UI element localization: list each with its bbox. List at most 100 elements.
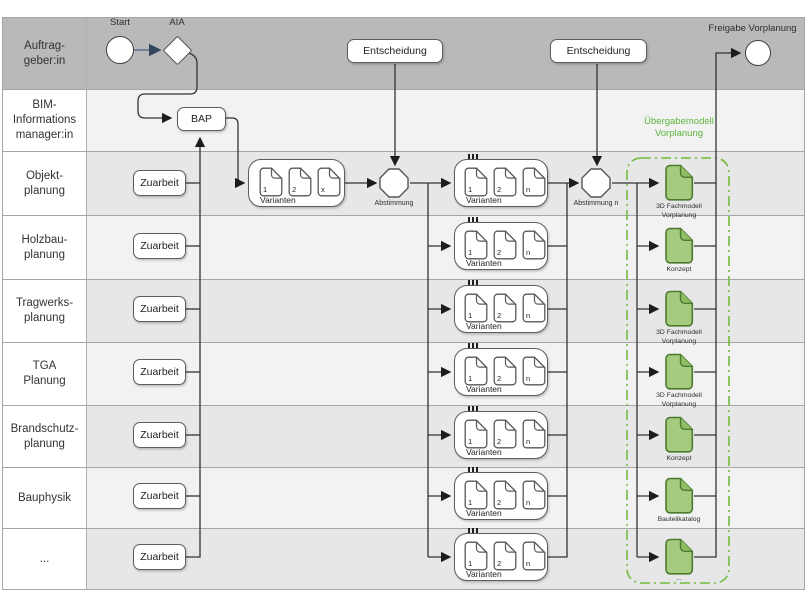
abstimmung-n-label: Abstimmung n	[573, 200, 619, 207]
doc-number: n	[526, 311, 531, 320]
lane-body-auftraggeber	[87, 18, 804, 89]
lane-label-weitere: ...	[3, 529, 87, 589]
document-icon: 2	[492, 419, 517, 449]
abstimmung-n-gateway-icon	[581, 168, 611, 198]
varianten-group-weitere: 1 2 n Varianten	[454, 533, 548, 581]
deliverable-label-tragwerk: 3D Fachmodell Vorplanung	[656, 329, 702, 345]
document-icon: 2	[492, 167, 517, 197]
document-icon: n	[521, 230, 546, 260]
deliverable-doc-icon	[663, 164, 694, 201]
varianten-group-tragwerk: 1 2 n Varianten	[454, 285, 548, 333]
lane-auftraggeber: Auftrag- geber:in	[3, 18, 804, 89]
start-event-icon	[106, 36, 134, 64]
document-icon: 1	[463, 230, 488, 260]
multi-instance-icon	[468, 343, 478, 352]
deliverable-label-brandschutz: Konzept	[666, 455, 692, 462]
document-icon: 1	[463, 541, 488, 571]
entscheidung-2-task: Entscheidung	[550, 39, 647, 63]
document-icon: 1	[463, 419, 488, 449]
multi-instance-icon	[468, 280, 478, 289]
document-icon: n	[521, 167, 546, 197]
lane-label-brandschutz: Brandschutz- planung	[3, 406, 87, 467]
lane-label-holzbauplanung: Holzbau- planung	[3, 216, 87, 279]
document-icon: 1	[463, 356, 488, 386]
doc-number: 1	[468, 498, 473, 507]
document-icon: 2	[492, 356, 517, 386]
document-icon: 2	[492, 480, 517, 510]
zuarbeit-task-weitere: Zuarbeit	[133, 544, 186, 570]
deliverable-label-objektplanung: 3D Fachmodell Vorplanung	[656, 203, 702, 219]
freigabe-label: Freigabe Vorplanung	[708, 23, 797, 34]
abstimmung-gateway-icon	[379, 168, 409, 198]
lane-label-bauphysik: Bauphysik	[3, 468, 87, 528]
varianten-group-objektplanung: 1 2 n Varianten	[454, 159, 548, 207]
varianten-title: Varianten	[466, 447, 502, 457]
document-icon: n	[521, 293, 546, 323]
document-icon: 2	[492, 230, 517, 260]
zuarbeit-task-tga: Zuarbeit	[133, 359, 186, 385]
document-icon: 1	[463, 293, 488, 323]
deliverable-doc-icon	[663, 290, 694, 327]
lane-label-auftraggeber: Auftrag- geber:in	[3, 18, 87, 89]
deliverable-label-tga: 3D Fachmodell Vorplanung	[656, 392, 702, 408]
document-icon: n	[521, 480, 546, 510]
doc-number: 1	[468, 437, 473, 446]
zuarbeit-task-objektplanung: Zuarbeit	[133, 170, 186, 196]
doc-number: 2	[497, 559, 502, 568]
doc-number: 2	[497, 248, 502, 257]
start-label: Start	[109, 17, 131, 28]
doc-number: x	[321, 185, 325, 194]
bap-task: BAP	[177, 107, 226, 131]
document-icon: n	[521, 356, 546, 386]
varianten-title: Varianten	[466, 384, 502, 394]
lane-label-objektplanung: Objekt- planung	[3, 152, 87, 215]
deliverable-doc-icon	[663, 416, 694, 453]
doc-number: 1	[468, 311, 473, 320]
varianten1-group: 1 2 x Varianten	[248, 159, 345, 207]
lane-label-tragwerksplanung: Tragwerks- planung	[3, 280, 87, 342]
document-icon: x	[316, 167, 341, 197]
varianten-group-brandschutz: 1 2 n Varianten	[454, 411, 548, 459]
doc-number: 1	[263, 185, 268, 194]
document-icon: 2	[492, 541, 517, 571]
multi-instance-icon	[468, 528, 478, 537]
multi-instance-icon	[468, 154, 478, 163]
zuarbeit-task-holzbau: Zuarbeit	[133, 233, 186, 259]
document-icon: n	[521, 419, 546, 449]
document-icon: n	[521, 541, 546, 571]
varianten-title: Varianten	[466, 321, 502, 331]
document-icon: 2	[287, 167, 312, 197]
doc-number: n	[526, 498, 531, 507]
deliverable-doc-icon	[663, 477, 694, 514]
deliverable-label-holzbau: Konzept	[666, 266, 692, 273]
doc-number: 1	[468, 248, 473, 257]
varianten-group-tga: 1 2 n Varianten	[454, 348, 548, 396]
multi-instance-icon	[468, 217, 478, 226]
entscheidung-1-task: Entscheidung	[347, 39, 443, 63]
deliverable-label-bauphysik: Bauteilkatalog	[657, 516, 701, 523]
doc-number: n	[526, 559, 531, 568]
uebergabemodell-group-label: Übergabemodell Vorplanung	[644, 116, 714, 139]
document-icon: 2	[492, 293, 517, 323]
varianten-group-holzbau: 1 2 n Varianten	[454, 222, 548, 270]
doc-number: 2	[497, 374, 502, 383]
varianten-title: Varianten	[260, 195, 296, 205]
zuarbeit-task-tragwerk: Zuarbeit	[133, 296, 186, 322]
zuarbeit-task-brandschutz: Zuarbeit	[133, 422, 186, 448]
multi-instance-icon	[468, 406, 478, 415]
varianten-title: Varianten	[466, 569, 502, 579]
deliverable-label-weitere: ...	[676, 575, 682, 582]
zuarbeit-task-bauphysik: Zuarbeit	[133, 483, 186, 509]
doc-number: 2	[292, 185, 297, 194]
multi-instance-icon	[468, 467, 478, 476]
document-icon: 1	[463, 480, 488, 510]
freigabe-end-event-icon	[745, 40, 771, 66]
lane-label-bim: BIM- Informations manager:in	[3, 90, 87, 151]
doc-number: 2	[497, 437, 502, 446]
doc-number: n	[526, 248, 531, 257]
doc-number: n	[526, 185, 531, 194]
doc-number: 1	[468, 185, 473, 194]
doc-number: 1	[468, 374, 473, 383]
varianten-group-bauphysik: 1 2 n Varianten	[454, 472, 548, 520]
aia-label: AIA	[169, 17, 185, 28]
